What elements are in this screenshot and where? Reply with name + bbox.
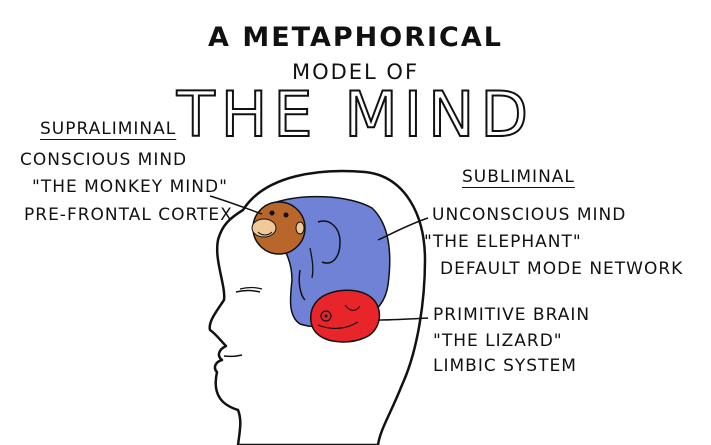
eye-line [235,289,261,293]
unconscious-line-2: "THE ELEPHANT" [424,232,582,252]
primitive-line-2: "THE LIZARD" [433,331,563,351]
unconscious-line-3: DEFAULT MODE NETWORK [440,259,684,279]
title-line-1: A METAPHORICAL [208,22,503,53]
title-line-2: MODEL OF [291,60,420,84]
leader-line-primitive [377,317,429,321]
supraliminal-line-2: "THE MONKEY MIND" [32,177,228,197]
mouth-line [223,354,243,358]
subliminal-heading: SUBLIMINAL [462,167,575,187]
supraliminal-line-3: PRE-FRONTAL CORTEX [24,205,233,225]
unconscious-line-1: UNCONSCIOUS MIND [432,205,627,225]
leader-line-unconscious [377,217,429,241]
title-line-3: THE MIND [176,77,535,152]
supraliminal-heading: SUPRALIMINAL [40,119,177,139]
supraliminal-line-1: CONSCIOUS MIND [20,150,188,170]
primitive-line-1: PRIMITIVE BRAIN [433,305,591,325]
primitive-line-3: LIMBIC SYSTEM [433,356,577,376]
leader-line-conscious [209,195,263,215]
lizard-icon [310,289,381,343]
eyelash-line [239,286,263,290]
monkey-icon [251,201,306,255]
